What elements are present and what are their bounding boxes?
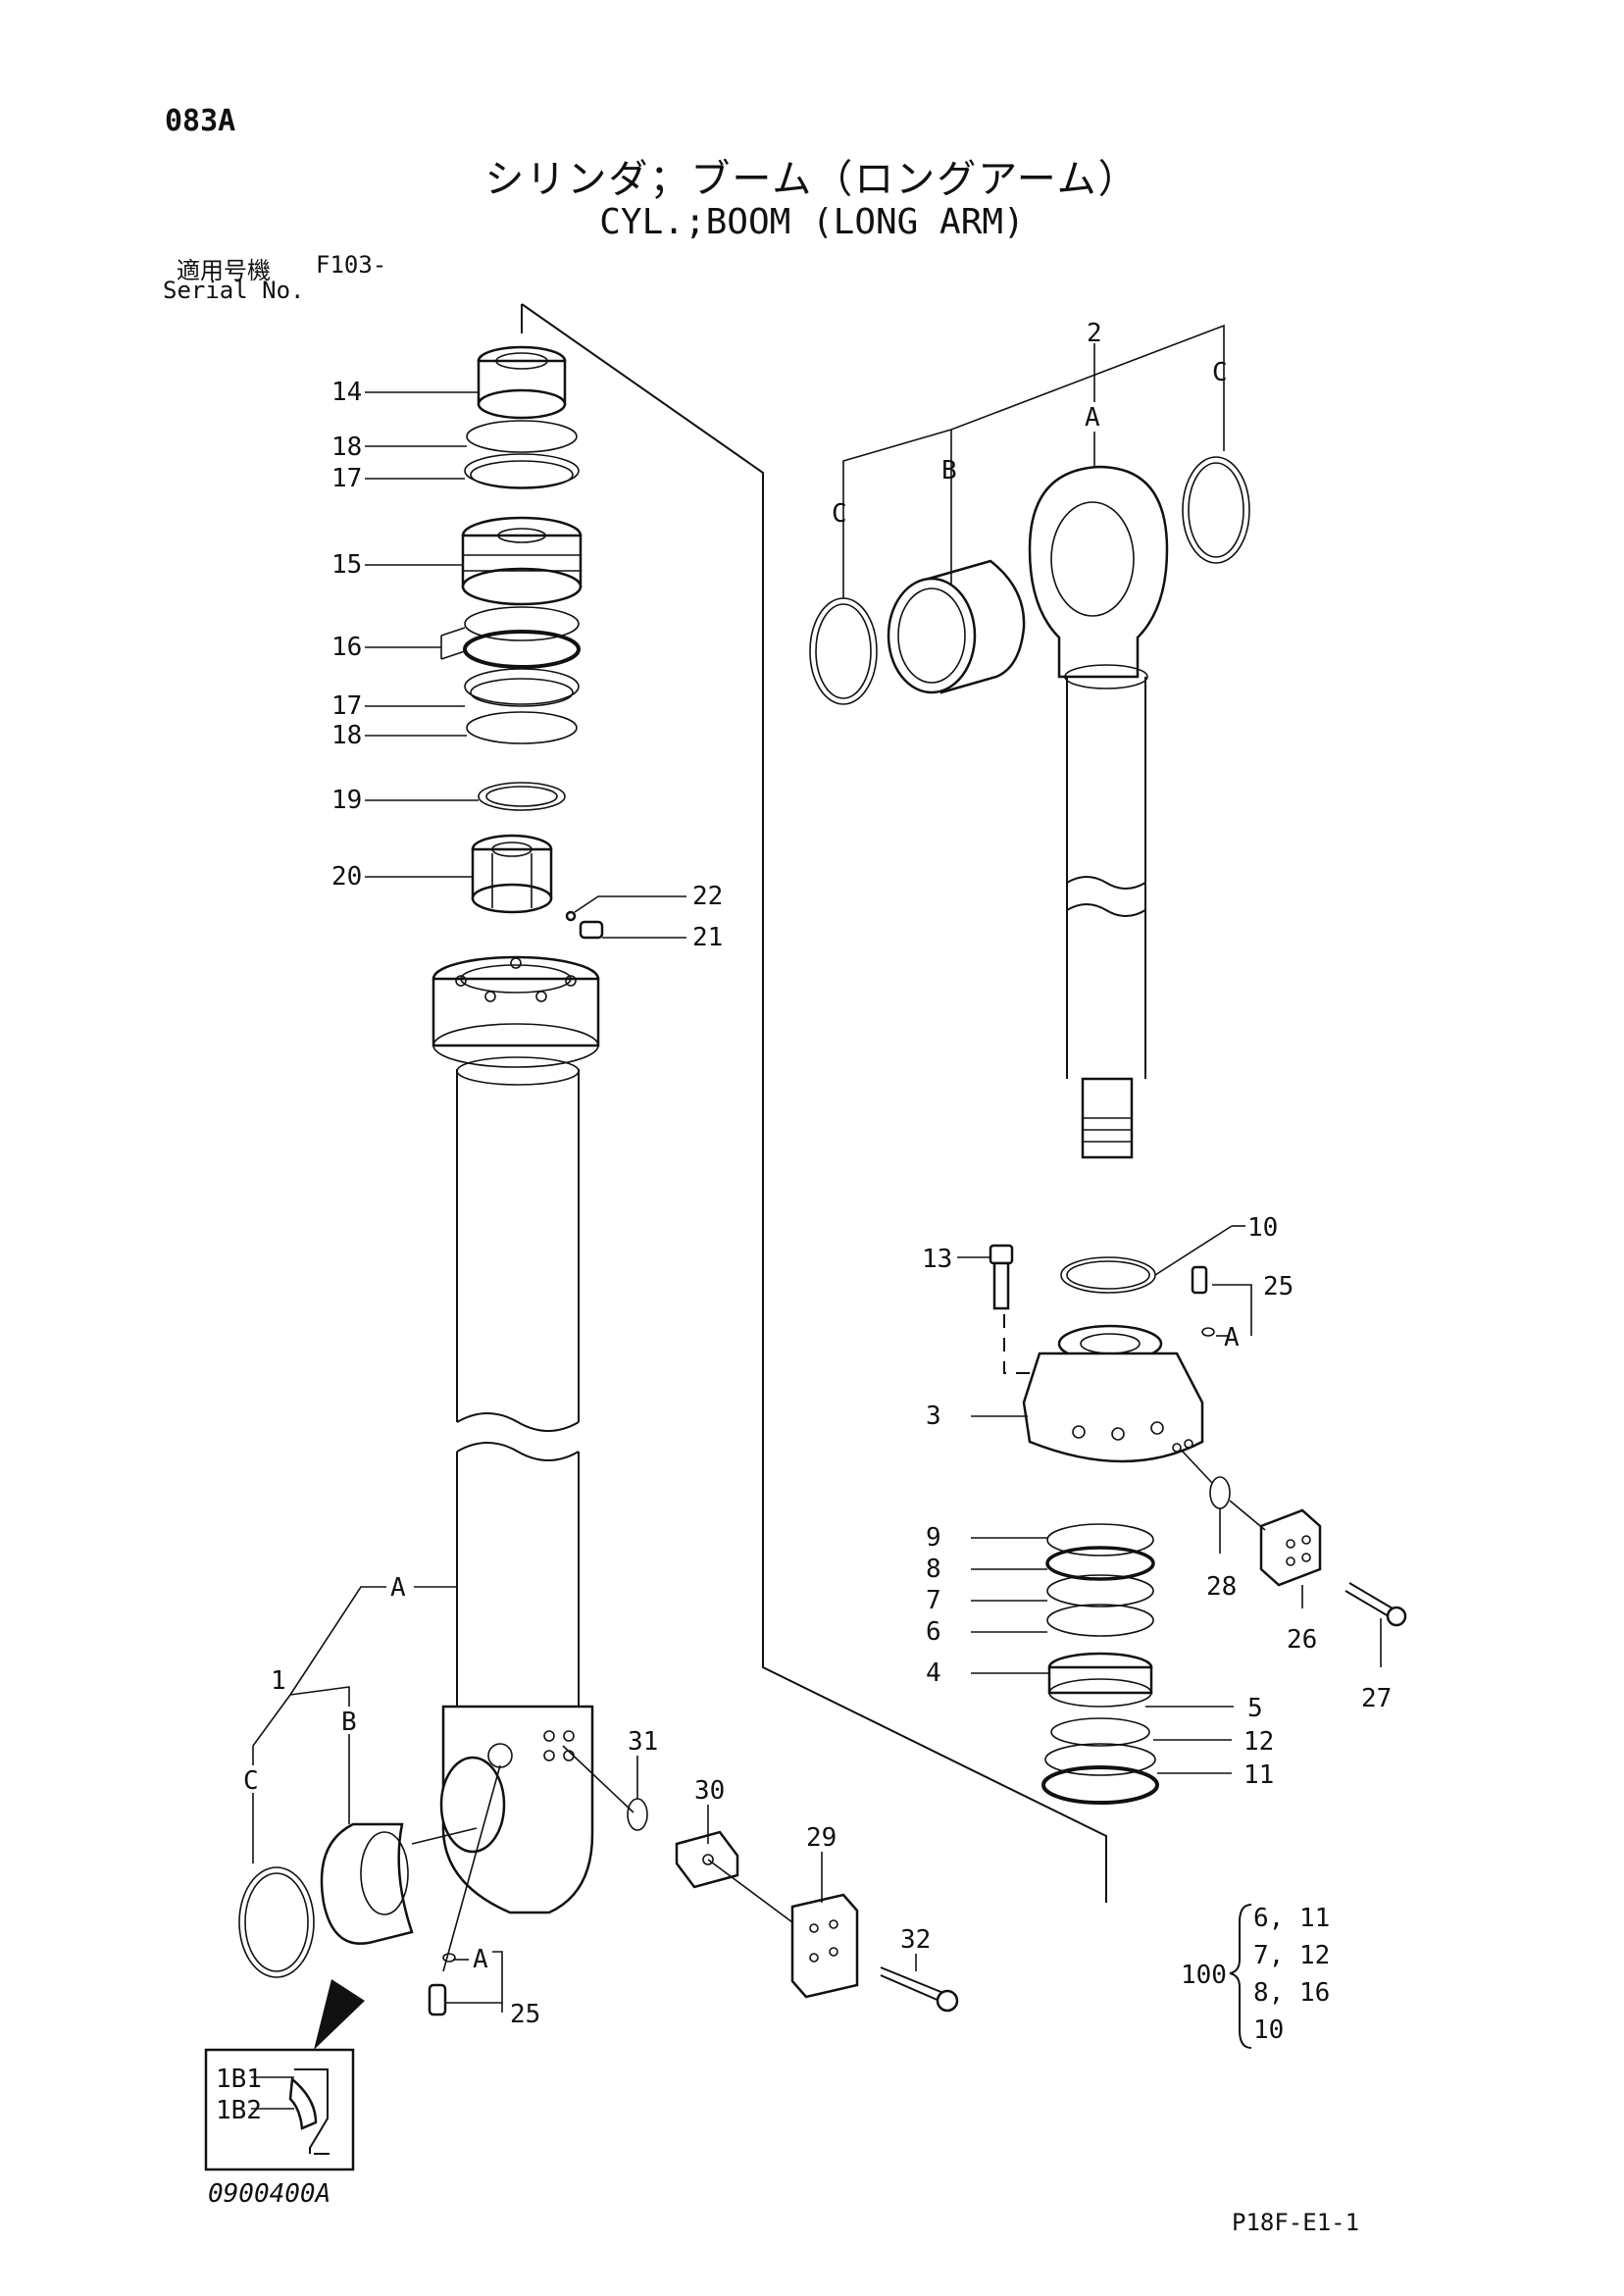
callout-11: 11 [1243, 1760, 1274, 1790]
separator-lines [521, 303, 1107, 1903]
callout-5: 5 [1247, 1694, 1263, 1723]
callout-30: 30 [694, 1776, 725, 1806]
part-26-block [1259, 1508, 1322, 1587]
callout-C-left: C [243, 1766, 259, 1796]
detail-box-1B: 1B1 1B2 [204, 1979, 365, 2171]
callout-1: 1 [271, 1666, 286, 1696]
callout-27: 27 [1361, 1684, 1392, 1713]
callout-B-left: B [341, 1708, 357, 1737]
part-14-bushing [477, 345, 567, 420]
part-31-o-ring [627, 1798, 648, 1831]
sheet-code: P18F-E1-1 [1232, 2209, 1360, 2236]
part-29-valve-block [790, 1893, 859, 1999]
part-2A-piston-rod-eye [1028, 465, 1169, 1159]
page-title-japanese: シリンダ；ブーム（ロングアーム） [484, 157, 1140, 202]
part-1C-snap-ring [238, 1866, 315, 1978]
callout-25-left: 25 [510, 2000, 540, 2029]
callout-13: 13 [922, 1245, 952, 1274]
part-22-ball [565, 910, 577, 922]
callout-22: 22 [692, 882, 723, 911]
serial-value: F103- [316, 251, 387, 279]
connector-lines-lower-left [411, 1745, 793, 1972]
kit-item-3: 8, 16 [1253, 1978, 1330, 2008]
callout-C-top-left: C [832, 499, 847, 529]
part-15-piston [461, 516, 583, 606]
callout-14: 14 [331, 378, 362, 407]
callout-9: 9 [926, 1523, 941, 1553]
serial-label-english: Serial No. [163, 277, 305, 304]
part-3-rod-head [1022, 1324, 1204, 1463]
part-18-ring-lower [466, 711, 578, 744]
part-2B-bushing [887, 559, 1026, 694]
callout-15: 15 [331, 550, 362, 580]
part-13-bolt [989, 1244, 1014, 1310]
part-21-set-screw [579, 920, 604, 940]
part-17-ring-lower [464, 668, 580, 707]
part-16-seal-rings [463, 606, 581, 669]
part-25-grease-fitting-right [1191, 1265, 1215, 1337]
callout-19: 19 [331, 786, 362, 815]
part-30-plate [675, 1830, 739, 1889]
callout-7: 7 [926, 1586, 941, 1615]
callout-16: 16 [331, 633, 362, 662]
kit-number: 100 [1181, 1961, 1227, 1990]
drawing-code: 0900400A [208, 2179, 331, 2209]
part-2C-ring-right [1182, 456, 1250, 564]
callout-31: 31 [628, 1727, 658, 1757]
part-20-nut [471, 834, 553, 914]
callout-32: 32 [900, 1925, 931, 1955]
leader-lines [252, 324, 1382, 2013]
seal-stack-rings [1041, 1523, 1159, 1805]
part-19-washer [478, 782, 566, 811]
callout-A-top: A [1085, 403, 1100, 433]
callout-C-top-right: C [1212, 358, 1228, 387]
part-1B-bushing [320, 1822, 414, 1945]
callout-labels: 14 18 17 15 16 17 18 19 20 22 21 1 A B C… [243, 319, 1392, 2029]
part-18-ring-upper [466, 420, 578, 453]
callout-28: 28 [1206, 1572, 1237, 1602]
callout-2: 2 [1087, 319, 1102, 348]
callout-29: 29 [806, 1823, 837, 1853]
rod-head-connector-lines [1003, 1314, 1266, 1531]
callout-10: 10 [1247, 1213, 1278, 1243]
callout-6: 6 [926, 1617, 941, 1647]
callout-17-upper: 17 [331, 464, 362, 493]
part-10-o-ring [1060, 1256, 1156, 1294]
callout-25-right: 25 [1263, 1272, 1294, 1301]
part-25-grease-fitting-left [428, 1953, 456, 2016]
callout-3: 3 [926, 1402, 941, 1431]
part-28-o-ring [1209, 1476, 1231, 1509]
callout-21: 21 [692, 923, 723, 952]
callout-B-top: B [941, 456, 957, 485]
callout-12: 12 [1243, 1727, 1274, 1757]
part-27-bolt [1345, 1582, 1407, 1627]
callout-20: 20 [331, 862, 362, 892]
callout-A-small: A [473, 1945, 488, 1974]
callout-26: 26 [1287, 1625, 1317, 1655]
callout-A-right: A [1224, 1323, 1240, 1352]
part-2C-ring-left [809, 597, 878, 705]
part-32-bolt [880, 1966, 959, 2013]
kit-item-1: 6, 11 [1253, 1904, 1330, 1933]
detail-label-1B1: 1B1 [216, 2065, 262, 2094]
page-title-english: CYL.;BOOM (LONG ARM) [599, 202, 1025, 242]
callout-8: 8 [926, 1555, 941, 1584]
part-17-ring-upper [464, 453, 580, 489]
part-1-cylinder-tube [431, 955, 600, 1914]
serial-label-japanese: 適用号機 [177, 257, 271, 284]
kit-100-group: 100 6, 11 7, 12 8, 16 10 [1181, 1904, 1330, 2049]
callout-18-upper: 18 [331, 433, 362, 462]
page-code: 083A [165, 104, 236, 138]
callout-4: 4 [926, 1658, 941, 1688]
kit-item-2: 7, 12 [1253, 1941, 1330, 1970]
callout-18-lower: 18 [331, 721, 362, 750]
kit-item-4: 10 [1253, 2015, 1284, 2045]
callout-A-left: A [390, 1573, 406, 1603]
detail-label-1B2: 1B2 [216, 2096, 262, 2125]
callout-17-lower: 17 [331, 691, 362, 721]
